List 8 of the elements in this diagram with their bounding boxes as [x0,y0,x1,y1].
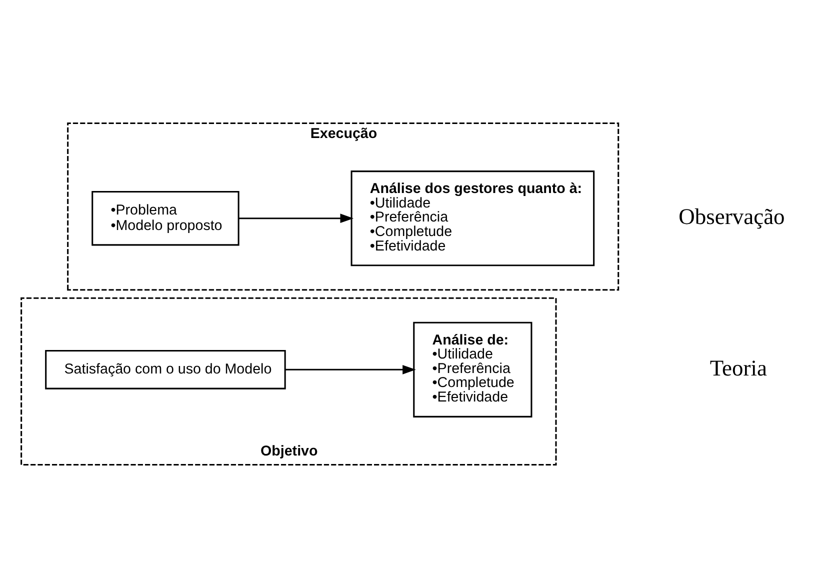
arrow [285,364,416,374]
node-box: Satisfação com o uso do Modelo [45,349,286,389]
node-box: Análise dos gestores quanto à: •Utilidade •Preferência •Completude •Efetividade [350,170,595,266]
node-box: •Problema •Modelo proposto [92,190,240,246]
label: Observação [678,204,785,229]
label: Teoria [710,354,767,380]
node-box: Análise de: •Utilidade •Preferência •Completude •Efetividade [413,321,532,417]
arrow [238,213,354,222]
